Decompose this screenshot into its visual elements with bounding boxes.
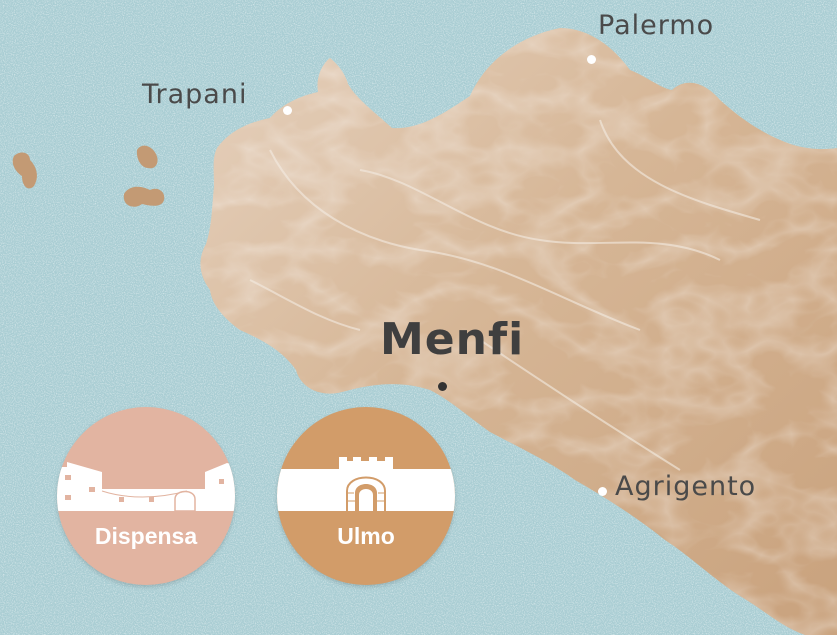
city-marker-palermo[interactable] (587, 55, 596, 64)
badge-dispensa[interactable]: Dispensa (57, 407, 235, 585)
farmhouse-icon (57, 462, 235, 512)
badge-label-ulmo: Ulmo (337, 523, 395, 549)
city-marker-menfi[interactable] (438, 382, 447, 391)
badge-ulmo[interactable]: Ulmo (277, 407, 455, 585)
city-label-palermo: Palermo (598, 10, 715, 41)
castle-gate-icon (277, 457, 455, 511)
marble-streaks (249, 119, 761, 471)
island-levanzo (12, 152, 37, 189)
badge-label-dispensa: Dispensa (94, 523, 198, 549)
island-marettimo (123, 186, 165, 207)
city-label-agrigento: Agrigento (615, 471, 757, 502)
city-label-trapani: Trapani (142, 79, 248, 110)
city-marker-agrigento[interactable] (598, 487, 607, 496)
city-label-menfi: Menfi (380, 314, 525, 365)
island-favignana (136, 145, 158, 169)
land-veins (200, 28, 837, 635)
city-marker-trapani[interactable] (283, 106, 292, 115)
